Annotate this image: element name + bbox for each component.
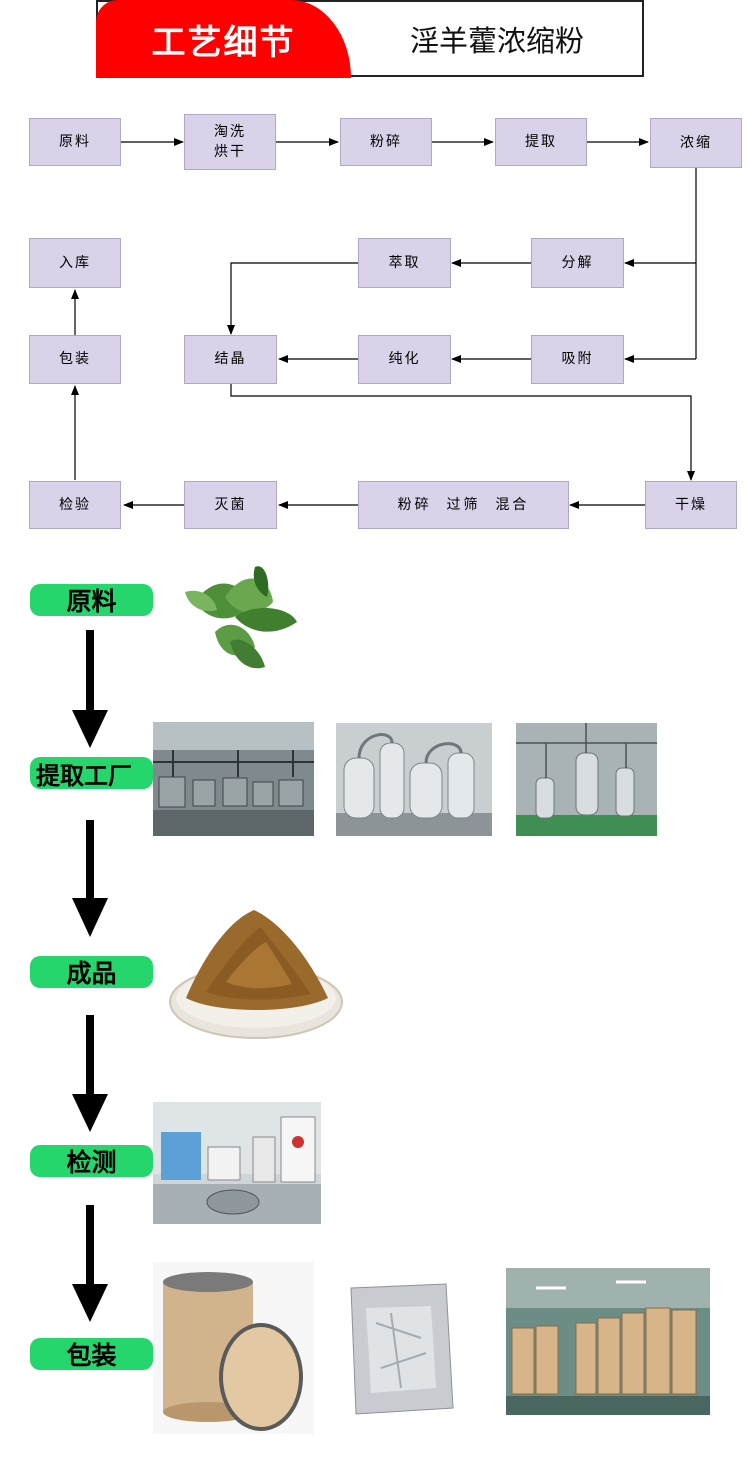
flow-box-dry: 干燥 xyxy=(645,481,737,529)
factory-image-3 xyxy=(516,723,657,836)
header-red-tab xyxy=(96,0,351,78)
flow-box-adsorb: 吸附 xyxy=(531,335,624,384)
flowchart-connectors xyxy=(71,138,697,509)
leaf-image xyxy=(185,566,297,669)
flow-box-package: 包装 xyxy=(29,335,121,384)
factory-image-2 xyxy=(336,723,492,836)
powder-image xyxy=(169,910,343,1039)
stage-pill-test: 检测 xyxy=(30,1145,153,1177)
stage-pill-factory: 提取工厂 xyxy=(30,757,153,790)
flow-box-wash-dry: 淘洗 烘干 xyxy=(184,114,276,170)
flow-box-dry-label: 烘干 xyxy=(214,144,246,160)
header-left-label: 工艺细节 xyxy=(151,22,296,63)
flow-box-crystallize: 结晶 xyxy=(184,335,277,384)
flow-box-raw: 原料 xyxy=(29,118,121,166)
package-image-warehouse xyxy=(506,1268,710,1415)
package-image-foil-bag xyxy=(341,1278,459,1418)
flow-box-decompose: 分解 xyxy=(531,238,624,288)
flow-box-extract: 提取 xyxy=(495,118,587,166)
flow-box-concentrate: 浓缩 xyxy=(650,118,742,168)
flow-box-wash-label: 淘洗 xyxy=(214,123,246,140)
package-image-drum xyxy=(153,1262,314,1434)
lab-image xyxy=(153,1102,321,1224)
arrow-extract2-to-crystal xyxy=(227,262,359,335)
stage-pill-raw: 原料 xyxy=(30,584,153,616)
flow-box-sterilize: 灭菌 xyxy=(184,481,277,529)
flow-box-store: 入库 xyxy=(29,238,121,288)
arrow-crystal-to-dry xyxy=(230,383,695,481)
header-right-label: 淫羊藿浓缩粉 xyxy=(409,24,584,58)
flow-box-solvent-extract: 萃取 xyxy=(358,238,451,288)
process-arrows xyxy=(72,630,108,1322)
flow-box-crush: 粉碎 xyxy=(340,118,432,166)
stage-pill-package: 包装 xyxy=(30,1338,153,1370)
stage-pill-product: 成品 xyxy=(30,956,153,988)
flow-box-inspect: 检验 xyxy=(29,481,121,529)
flow-box-crush-sieve-mix: 粉碎 过筛 混合 xyxy=(358,481,569,529)
factory-image-1 xyxy=(153,722,314,836)
flow-box-purify: 纯化 xyxy=(358,335,451,384)
